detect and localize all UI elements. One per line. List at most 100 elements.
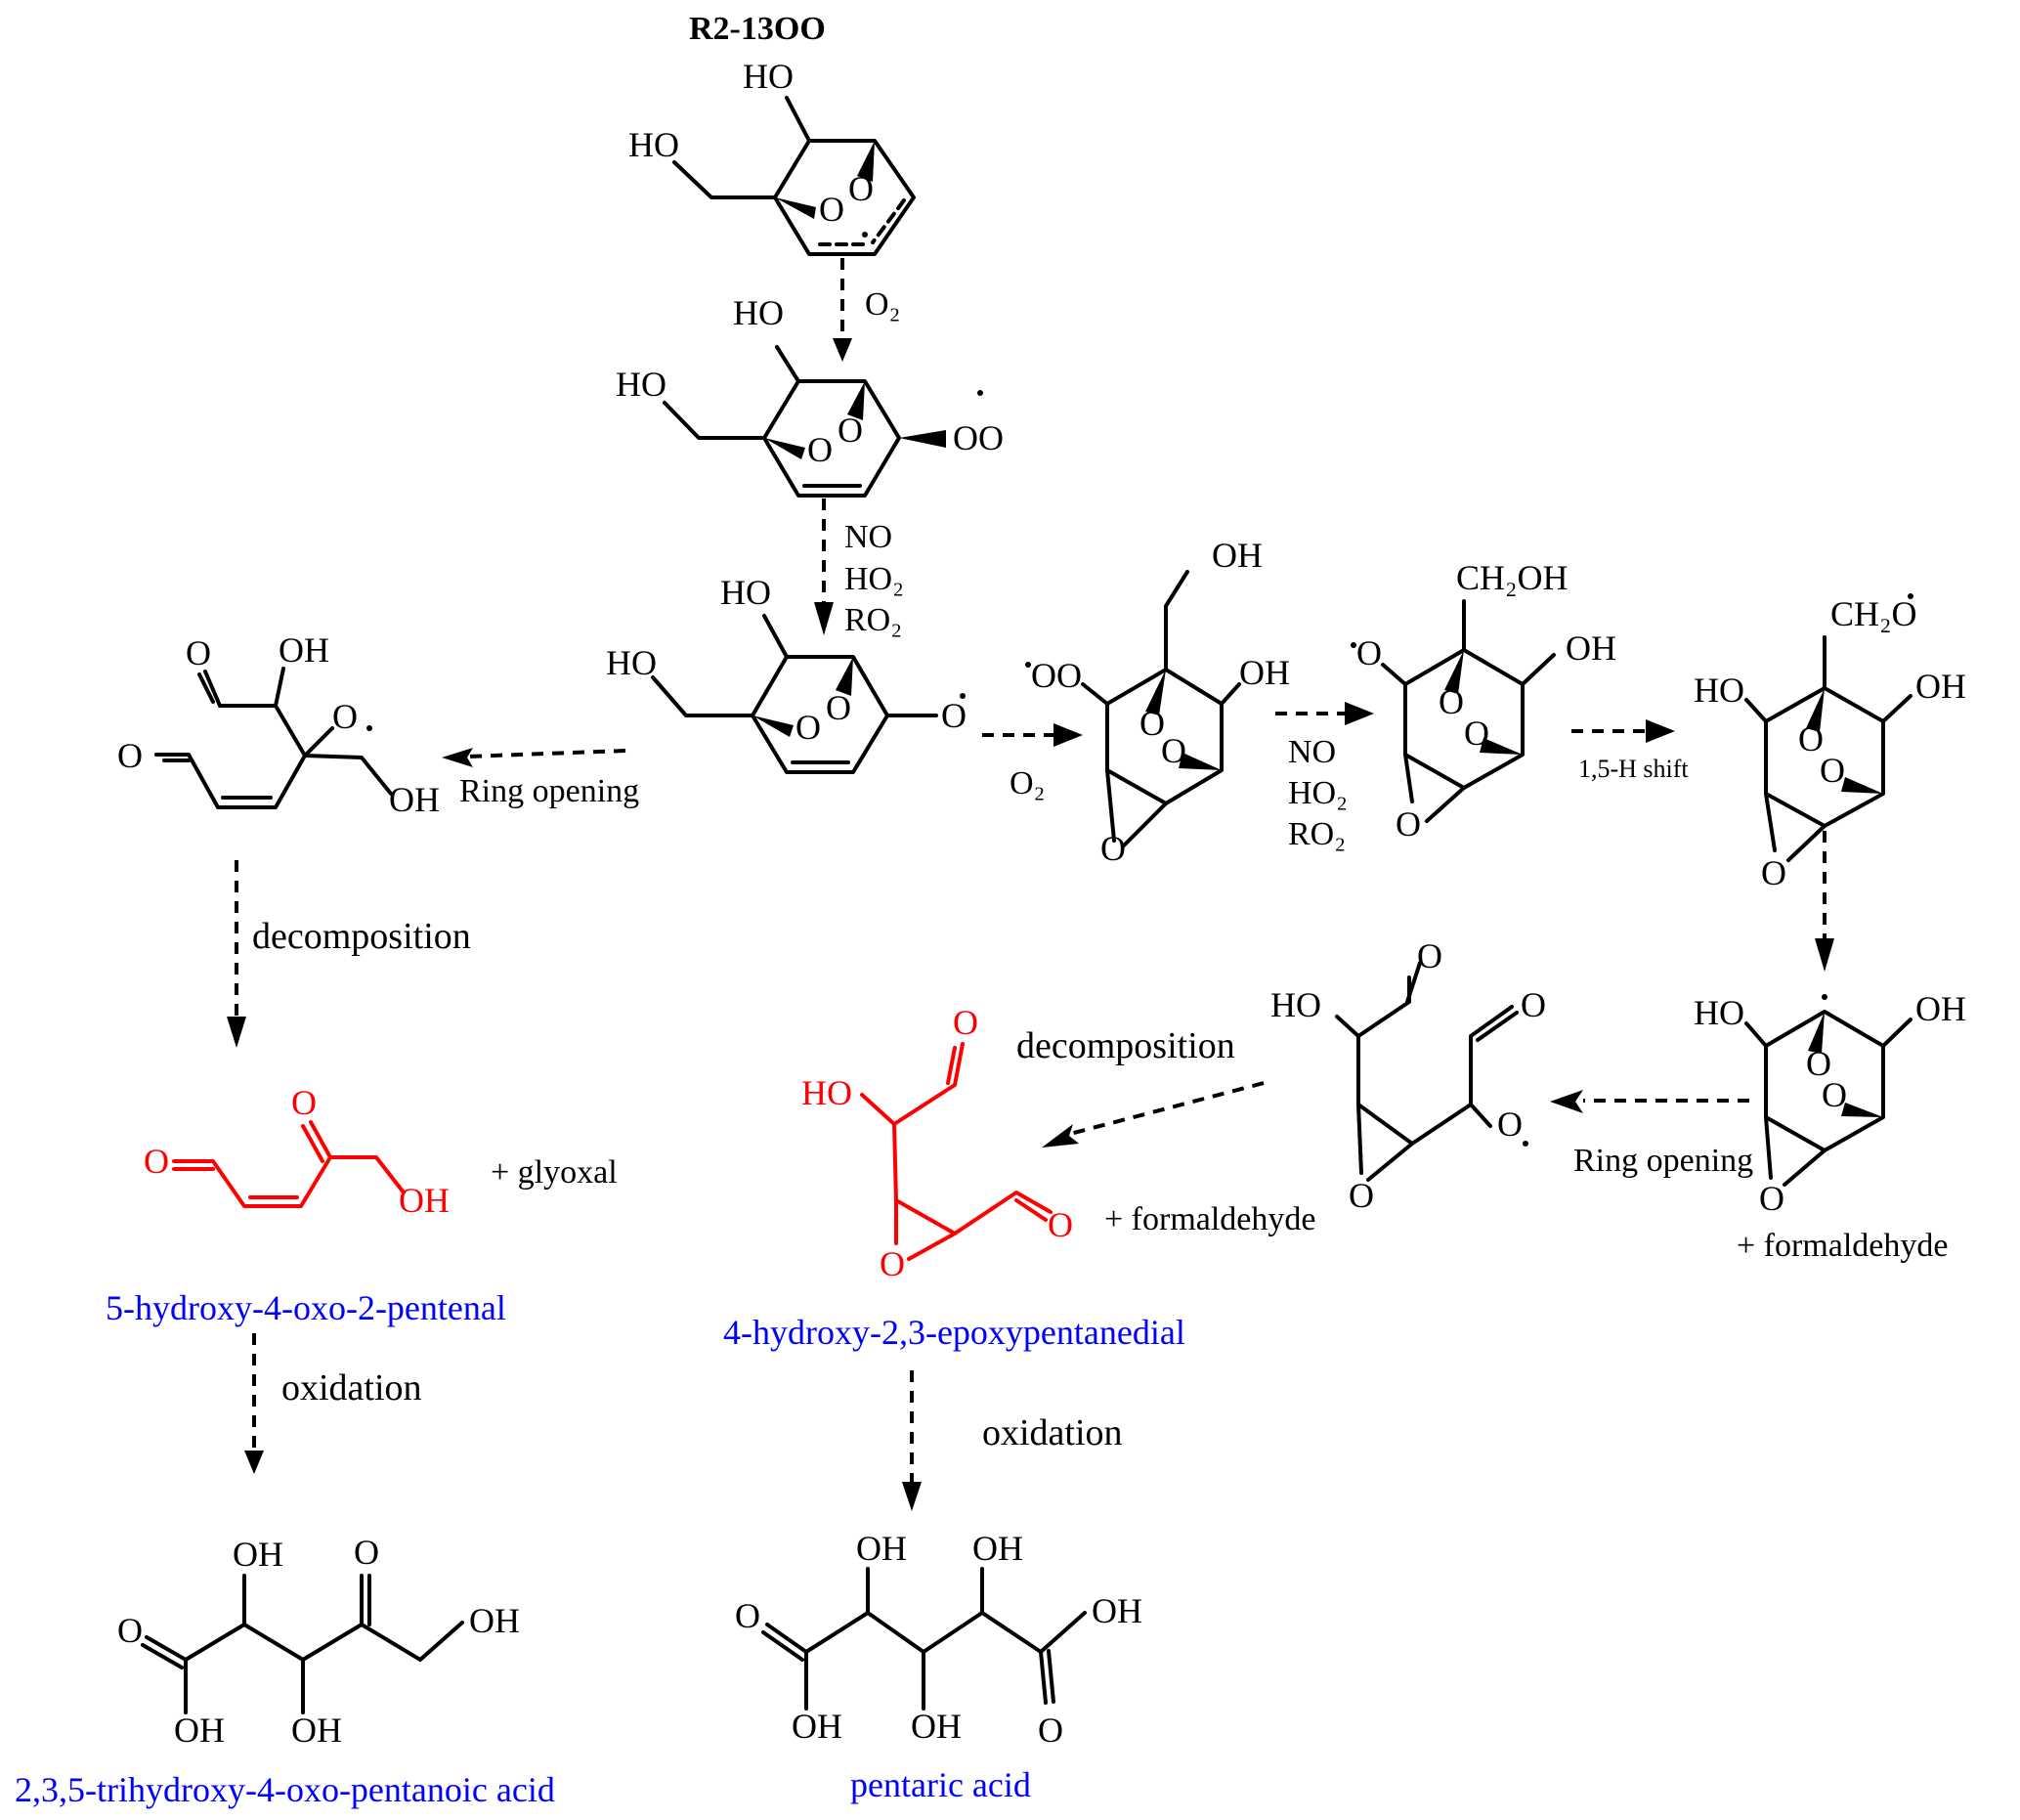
step-oxidation-right: oxidation [982, 1412, 1123, 1453]
atom-label: OH [399, 1181, 450, 1220]
arrow-decomposition-right: decomposition [1016, 1025, 1265, 1148]
atom-label: OH [856, 1529, 907, 1568]
atom-label: O [291, 1083, 317, 1122]
atom-label: HO [743, 57, 794, 96]
atom-label: O [1820, 751, 1845, 790]
molecule-bicyclic-carbon-radical: HO OH O O O + formaldehyde [1694, 989, 1966, 1264]
step-decomposition-left: decomposition [252, 916, 471, 957]
condition-ro2: RO₂ [844, 602, 902, 638]
atom-label: O [186, 633, 211, 672]
molecule-ring-opened-epoxy-alkoxy: O HO O O O [1270, 936, 1546, 1215]
molecule-pentaric-acid: OH OH O OH OH OH O [735, 1529, 1142, 1750]
atom-label: O [826, 688, 851, 727]
atom-label: O [819, 190, 844, 229]
atom-label: OH [1566, 628, 1616, 668]
condition-ho2: HO₂ [844, 561, 904, 597]
atom-label: O [1139, 704, 1165, 743]
molecule-ring-opened-alkoxy: O OH O O OH [117, 630, 440, 819]
pathway-title: R2-13OO [689, 11, 826, 47]
atom-label: O [144, 1142, 169, 1181]
atom-label: O [1038, 1711, 1063, 1750]
atom-label: O [807, 430, 833, 469]
atom-label: O [1396, 804, 1421, 844]
coproduct-formaldehyde-mid: + formaldehyde [1104, 1201, 1315, 1237]
molecule-2-3-5-trihydroxy-4-oxo-pentanoic-acid: OH O O OH OH OH [117, 1533, 520, 1750]
arrow-formaldehyde-loss [1815, 831, 1834, 972]
atom-label: OH [1915, 989, 1966, 1028]
atom-label: O [1439, 682, 1464, 721]
atom-label: OH [911, 1707, 962, 1746]
atom-label: OH [469, 1601, 520, 1640]
atom-label: HO [801, 1073, 852, 1112]
arrow-ring-opening-left: Ring opening [442, 748, 639, 809]
atom-label: O [838, 411, 863, 450]
atom-label: OH [1212, 536, 1263, 575]
atom-label: OH [1092, 1591, 1142, 1630]
molecule-epoxy-alkoxy-radical: O CH₂OH OH O O O [1351, 558, 1616, 844]
atom-label: CH₂OH [1456, 558, 1569, 597]
atom-label: OH [972, 1529, 1023, 1568]
condition-h-shift: 1,5-H shift [1578, 755, 1689, 783]
molecule-alkoxy-radical: HO HO O O O [606, 573, 967, 774]
atom-label: OH [279, 630, 329, 670]
atom-label: O [117, 736, 143, 775]
step-decomposition-right: decomposition [1016, 1025, 1235, 1066]
atom-label: O [332, 697, 358, 736]
atom-label: HO [616, 365, 666, 404]
condition-no: NO [844, 519, 892, 555]
step-oxidation-left: oxidation [281, 1367, 422, 1408]
atom-label: HO [606, 643, 657, 682]
arrow-h-shift: 1,5-H shift [1571, 719, 1689, 783]
arrow-oxygen-addition: O₂ [833, 258, 900, 362]
atom-label: OH [174, 1711, 225, 1750]
atom-label: HO [628, 125, 679, 164]
molecule-5-hydroxy-4-oxo-2-pentenal: O O OH + glyoxal [144, 1083, 618, 1220]
arrow-ring-opening-right: Ring opening [1550, 1090, 1753, 1179]
atom-label: O [1417, 936, 1442, 975]
product-name-5-hydroxy-4-oxo-2-pentenal: 5-hydroxy-4-oxo-2-pentenal [106, 1288, 506, 1327]
product-name-4-hydroxy-2-3-epoxypentanedial: 4-hydroxy-2,3-epoxypentanedial [723, 1313, 1185, 1352]
atom-label: OH [291, 1711, 342, 1750]
atom-label: OH [1915, 667, 1966, 706]
arrow-peroxy-reduction-2: NO HO₂ RO₂ [1275, 702, 1374, 852]
condition-ho2-2: HO₂ [1288, 775, 1348, 811]
atom-label: O [1521, 985, 1546, 1024]
atom-label: OH [233, 1535, 283, 1574]
atom-label: OH [389, 780, 440, 819]
atom-label: OO [953, 418, 1004, 457]
molecule-hydroxymethoxy-radical: CH₂O HO OH O O O [1694, 593, 1966, 892]
atom-label: O [1761, 853, 1786, 892]
atom-label: O [1161, 731, 1186, 770]
arrow-decomposition-left: decomposition [227, 860, 471, 1048]
atom-label: HO [1694, 671, 1744, 710]
atom-label: OH [1239, 653, 1290, 692]
atom-label: HO [1694, 993, 1744, 1032]
arrow-oxygen-addition-2: O₂ [982, 723, 1083, 802]
step-ring-opening-left: Ring opening [459, 773, 639, 809]
atom-label: OH [792, 1707, 842, 1746]
atom-label: O [1806, 1044, 1831, 1083]
product-name-trihydroxy-oxo-pentanoic-acid: 2,3,5-trihydroxy-4-oxo-pentanoic acid [15, 1770, 555, 1809]
atom-label: O [1798, 719, 1824, 758]
atom-label: O [880, 1244, 905, 1283]
condition-ro2-2: RO₂ [1288, 816, 1346, 852]
atom-label: O [1356, 633, 1382, 672]
atom-label: O [795, 708, 821, 747]
condition-no-2: NO [1288, 734, 1336, 770]
arrow-oxidation-right: oxidation [902, 1370, 1123, 1511]
atom-label: O [848, 169, 874, 208]
atom-label: O [1822, 1075, 1847, 1114]
atom-label: O [354, 1533, 379, 1572]
atom-label: O [1759, 1179, 1784, 1218]
atom-label: O [1464, 714, 1489, 753]
atom-label: O [941, 696, 967, 735]
coproduct-formaldehyde-right: + formaldehyde [1737, 1228, 1948, 1264]
product-name-pentaric-acid: pentaric acid [850, 1765, 1031, 1804]
atom-label: CH₂O [1830, 594, 1917, 633]
atom-label: O [1349, 1176, 1374, 1215]
step-ring-opening-right: Ring opening [1573, 1143, 1753, 1179]
coproduct-glyoxal: + glyoxal [491, 1154, 618, 1191]
molecule-epoxy-peroxy-radical: OO OH OH O O O [1025, 536, 1290, 868]
arrow-oxidation-left: oxidation [244, 1333, 422, 1474]
